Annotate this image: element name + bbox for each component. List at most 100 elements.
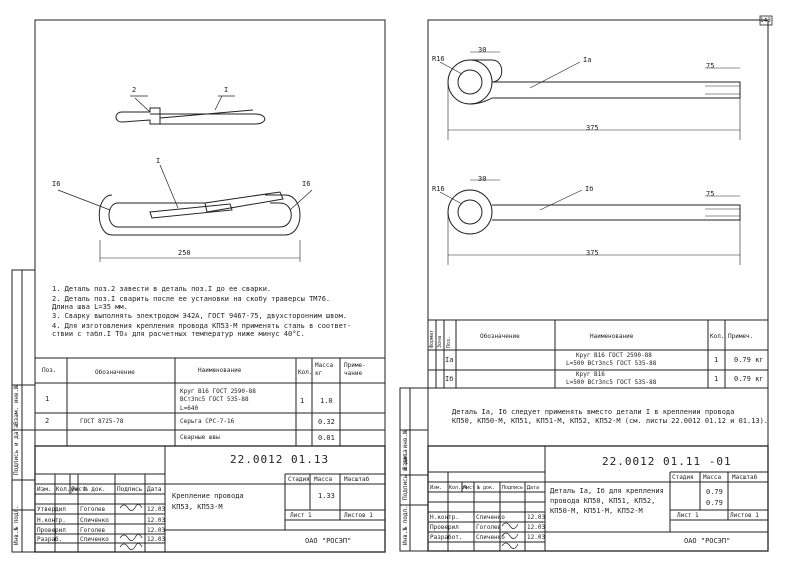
spec-row-pos: Iб (445, 375, 454, 383)
spec-row-note: 0.79 кг (734, 356, 764, 364)
side-label: Инв.№ подл. (13, 505, 20, 545)
spec-row-name: ВСт3пс5 ГОСТ 535-88 (180, 396, 249, 403)
stamp-date: 12.03 (527, 524, 546, 531)
label-weld-right: I6 (302, 180, 311, 188)
spec-row-pos: 2 (45, 417, 50, 425)
spec-row-mass: 0.01 (318, 434, 335, 442)
note-line: 4. Для изготовления крепления провода КП… (52, 322, 352, 330)
spec-row-name: L=640 (180, 405, 199, 412)
stamp-date: 12.03 (147, 527, 166, 534)
stamp-role: Разработ. (430, 534, 463, 541)
stamp-mass-label: Масса (703, 474, 722, 481)
spec-row-name: Круг В16 ГОСТ 2590-88 (180, 388, 256, 395)
label-r16-top: R16 (432, 55, 445, 63)
label-pos1-mid: I (156, 157, 161, 165)
stamp-role: Проверил (430, 524, 459, 531)
stamp-person: Гоголев (476, 524, 502, 531)
stamp-mass: 0.79 (706, 499, 723, 507)
note-line: ствии с табл.I ТО₈ для расчетных темпера… (52, 330, 305, 338)
stamp-role: Разраб. (37, 536, 63, 543)
stamp-person: Спиченко (80, 517, 109, 524)
stamp-mass: 1.33 (318, 492, 335, 500)
note-line: Деталь Iа, Iб следует применять вместо д… (452, 408, 735, 416)
spec-header-designation: Обозначение (480, 333, 520, 340)
spec-row-name: Круг В16 ГОСТ 2590-88 (576, 352, 652, 359)
stamp-head-col: Дата (527, 485, 540, 491)
spec-row-name: Круг В16 (576, 371, 605, 378)
spec-row-qty: 1 (300, 397, 305, 405)
stamp-head-col: Подпись (502, 485, 524, 491)
side-label: Взам. инв.№ (13, 385, 20, 425)
dimension-75-bottom: 75 (706, 190, 715, 198)
dimension-250: 250 (178, 249, 191, 257)
dimension-75-top: 75 (706, 62, 715, 70)
spec-row-name: Серьга СРС-7-16 (180, 418, 235, 425)
page-number: 143 (760, 17, 771, 24)
spec-row-name: L=500 ВСт3пс5 ГОСТ 535-88 (566, 379, 657, 386)
stamp-title: провода КП50, КП51, КП52, (550, 497, 656, 505)
stamp-head-col: Изм. (37, 486, 52, 493)
stamp-role: Н.контр. (37, 517, 66, 524)
spec-header-note: Примеч. (728, 333, 754, 340)
spec-row-mass: 0.32 (318, 418, 335, 426)
note-line: КП50, КП50-М, КП51, КП51-М, КП52, КП52-М… (452, 417, 769, 425)
spec-header-zone: Зона (437, 335, 443, 348)
spec-row-mass: 1.0 (320, 397, 333, 405)
spec-row-note: 0.79 кг (734, 375, 764, 383)
stamp-head-col: Лист (463, 485, 476, 491)
stamp-role: Н.контр. (430, 514, 459, 521)
spec-header-format: Формат (429, 329, 435, 348)
side-label: Подпись и дата (13, 424, 20, 475)
side-label: Взам. инв.№ (402, 430, 409, 470)
stamp-person: Спиченко (476, 514, 505, 521)
side-label: Инв.№ подл. (402, 505, 409, 545)
note-line: Длина шва L=35 мм. (52, 303, 128, 311)
stamp-person: Гоголев (80, 506, 106, 513)
stamp-title: КП53, КП53-М (172, 503, 223, 511)
label-weld-left: I6 (52, 180, 61, 188)
stamp-scale-label: Масштаб (732, 474, 758, 481)
stamp-head-col: № док. (84, 486, 106, 493)
dimension-375-bottom: 375 (586, 249, 599, 257)
dimension-30-bottom: 30 (478, 175, 487, 183)
note-line: 3. Сварку выполнять электродом Э42А, ГОС… (52, 312, 348, 320)
stamp-date: 12.03 (147, 536, 166, 543)
stamp-sheet: Лист 1 (677, 512, 699, 519)
spec-header-pos: Поз. (446, 335, 452, 348)
spec-row-qty: 1 (714, 356, 719, 364)
spec-header-qty: Кол. (298, 369, 313, 376)
stamp-mass-label: Масса (314, 476, 333, 483)
stamp-date: 12.03 (147, 506, 166, 513)
stamp-doc-code: 22.0012 01.11 -01 (602, 455, 732, 468)
stamp-head-col: Кол.уч (56, 486, 78, 493)
stamp-mass: 0.79 (706, 488, 723, 496)
stamp-date: 12.03 (147, 517, 166, 524)
label-detail-1a: Iа (583, 56, 592, 64)
spec-header-name: Наименование (198, 367, 242, 374)
stamp-head-col: Лист (71, 486, 86, 493)
stamp-title: Деталь Iа, Iб для крепления (550, 487, 664, 495)
stamp-title: КП50-М, КП51-М, КП52-М (550, 507, 643, 515)
stamp-sheets: Листов 1 (730, 512, 759, 519)
spec-row-name: Сварные швы (180, 434, 220, 441)
stamp-head-col: Изм. (430, 485, 443, 491)
spec-header-mass: Масса кг (315, 362, 334, 377)
spec-row-pos: 1 (45, 395, 50, 403)
stamp-role: Утвердил (37, 506, 66, 513)
label-pos2: 2 (132, 86, 137, 94)
spec-header-note: Приме-чание (344, 362, 366, 377)
stamp-org: ОАО "РОСЭП" (684, 537, 731, 545)
spec-row-qty: 1 (714, 375, 719, 383)
stamp-org: ОАО "РОСЭП" (305, 537, 352, 545)
label-r16-bottom: R16 (432, 185, 445, 193)
dimension-30-top: 30 (478, 46, 487, 54)
stamp-role: Проверил (37, 527, 66, 534)
label-pos1-top: I (224, 86, 229, 94)
stamp-head-col: Кол.уч (449, 485, 468, 491)
stamp-date: 12.03 (527, 514, 546, 521)
note-line: 1. Деталь поз.2 завести в деталь поз.I д… (52, 285, 272, 293)
spec-row-pos: Iа (445, 356, 454, 364)
stamp-stage-label: Стадия (288, 476, 310, 483)
stamp-person: Спиченко (80, 536, 109, 543)
